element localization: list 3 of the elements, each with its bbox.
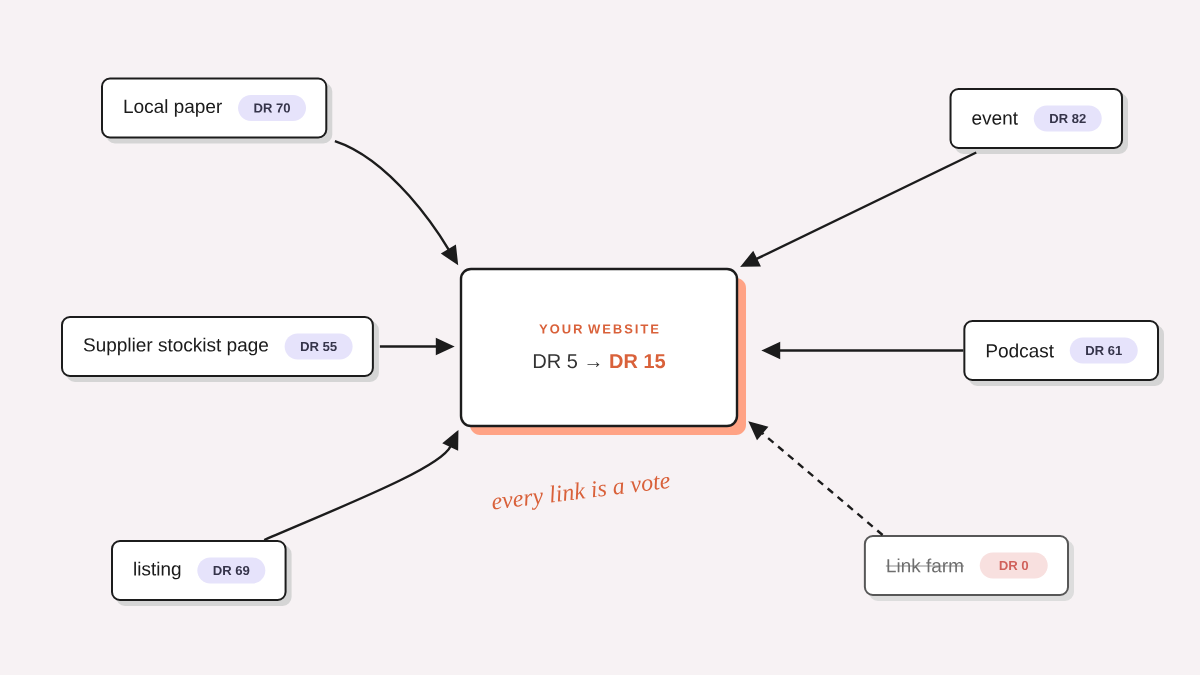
rating-badge: DR 70	[238, 95, 307, 121]
handwritten-note: every link is a vote	[492, 475, 670, 510]
target-card: YOUR WEBSITE DR 5 → DR 15	[459, 267, 746, 435]
